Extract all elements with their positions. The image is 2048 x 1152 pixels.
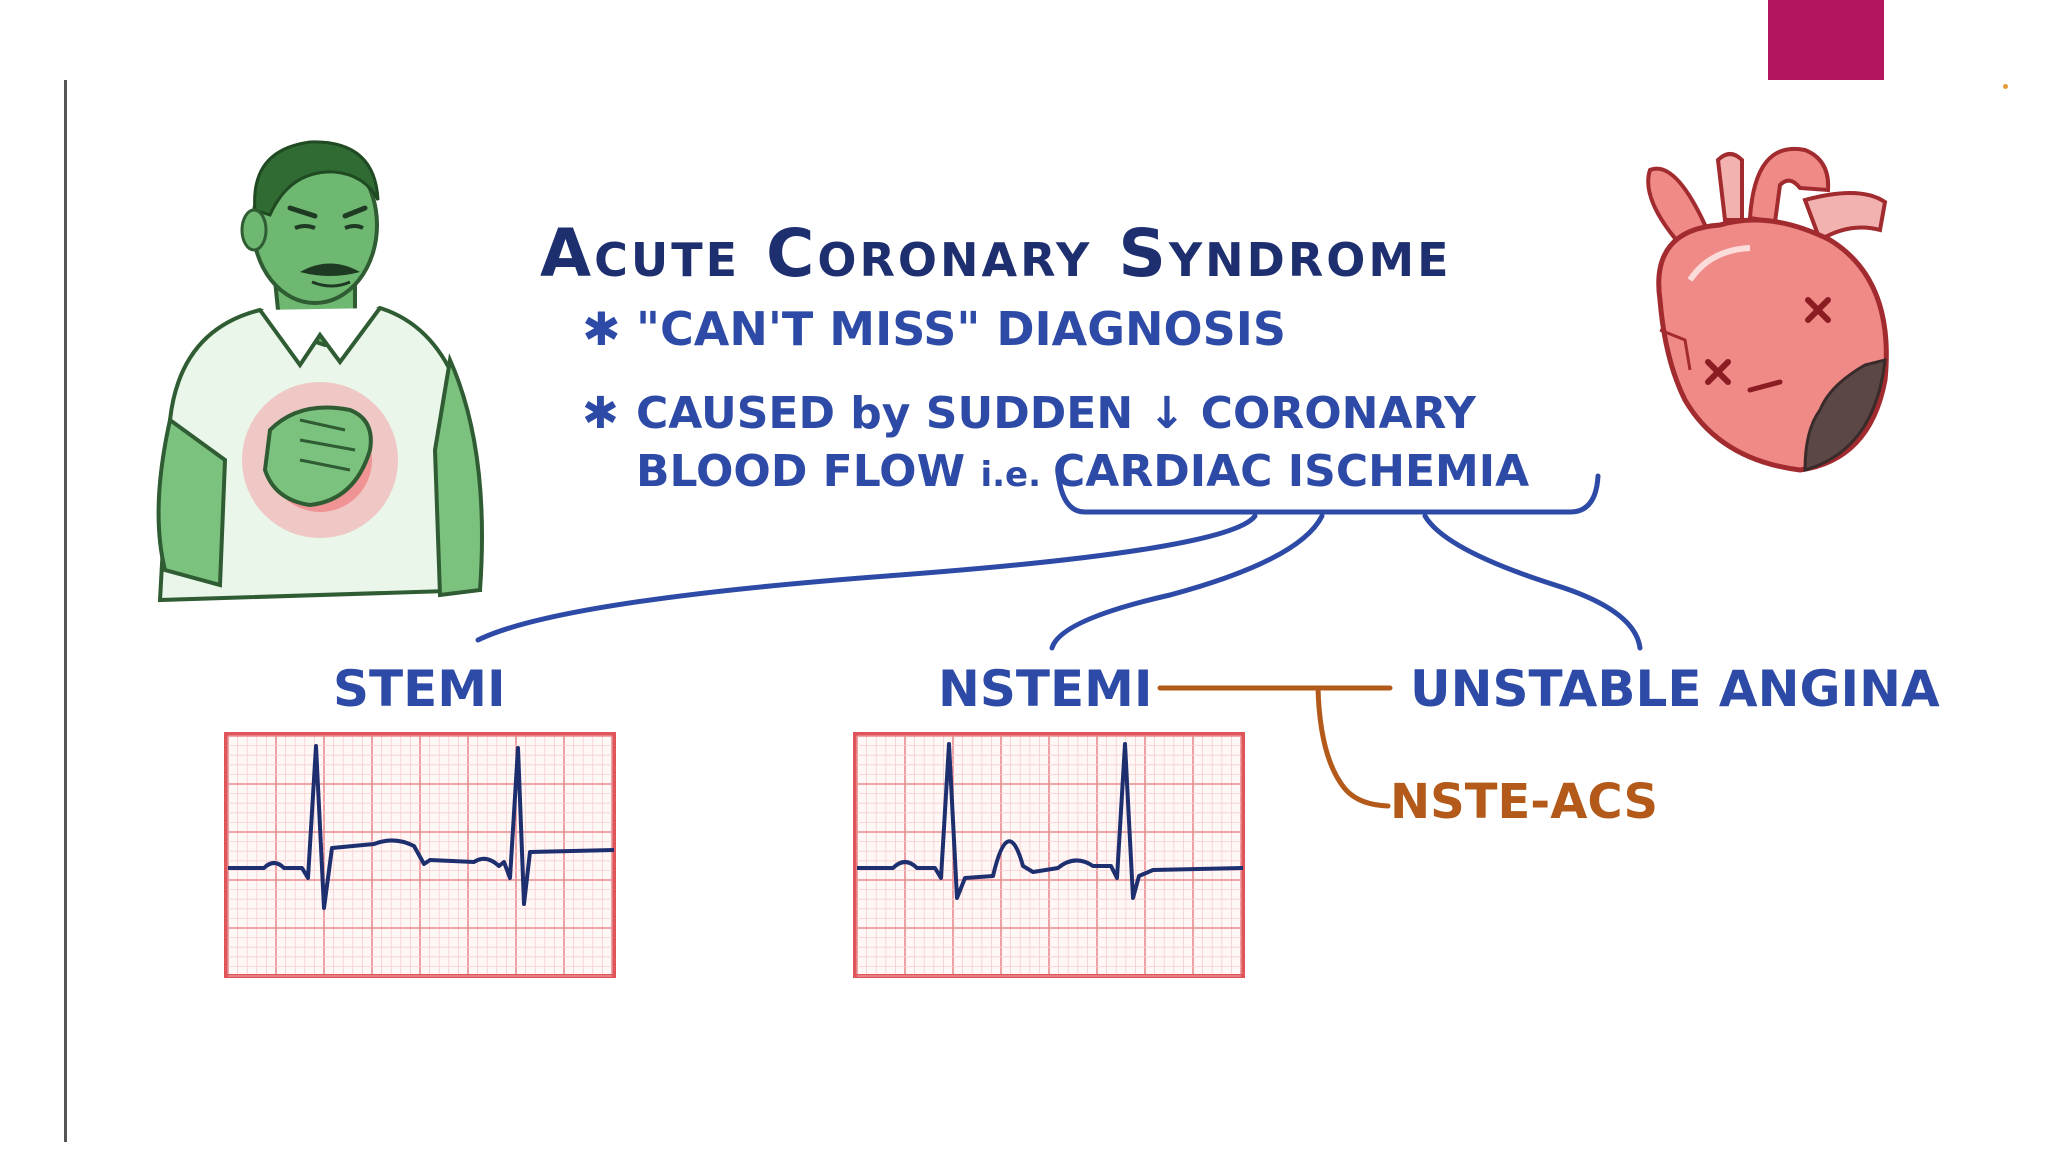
nste-acs-label: NSTE-ACS (1390, 774, 1659, 830)
page-title: Acute Coronary Syndrome (540, 215, 1452, 292)
accent-dot (2003, 84, 2008, 89)
left-divider-line (64, 80, 67, 1142)
ischemia-bracket (1055, 469, 1601, 515)
stemi-label: STEMI (333, 660, 506, 718)
ecg-trace-st-elevation (228, 744, 615, 910)
bullet-cause: ✱CAUSED by SUDDEN ↓ CORONARY (582, 392, 1476, 436)
bullet-text: CAUSED by SUDDEN ↓ CORONARY (636, 388, 1476, 439)
branch-line-unstable-angina (1422, 513, 1643, 651)
unstable-angina-label: UNSTABLE ANGINA (1410, 660, 1940, 718)
cardiac-ischemia-term: CARDIAC ISCHEMIA (1053, 446, 1530, 497)
ischemic-heart-illustration (1646, 146, 1889, 473)
branch-line-stemi (475, 513, 1258, 643)
nste-acs-drop (1315, 685, 1391, 809)
ecg-trace-t-wave-inversion (857, 742, 1244, 900)
ecg-grid (227, 735, 613, 977)
bullet-marker-icon: ✱ (582, 388, 619, 439)
bullet-marker-icon: ✱ (582, 302, 621, 356)
bullet-text: "CAN'T MISS" DIAGNOSIS (636, 302, 1286, 356)
ie-abbreviation: i.e. (980, 455, 1041, 495)
nstemi-label: NSTEMI (938, 660, 1153, 718)
bullet-diagnosis: ✱"CAN'T MISS" DIAGNOSIS (582, 306, 1286, 352)
branch-line-nstemi (1049, 513, 1325, 651)
stemi-ecg-strip (224, 732, 616, 978)
bullet-text: BLOOD FLOW (636, 446, 966, 497)
ecg-grid (856, 735, 1242, 977)
bullet-cause-continuation: BLOOD FLOW i.e.CARDIAC ISCHEMIA (636, 450, 1529, 494)
nstemi-ecg-strip (853, 732, 1245, 978)
accent-block (1768, 0, 1884, 80)
patient-chest-pain-illustration (156, 140, 484, 603)
